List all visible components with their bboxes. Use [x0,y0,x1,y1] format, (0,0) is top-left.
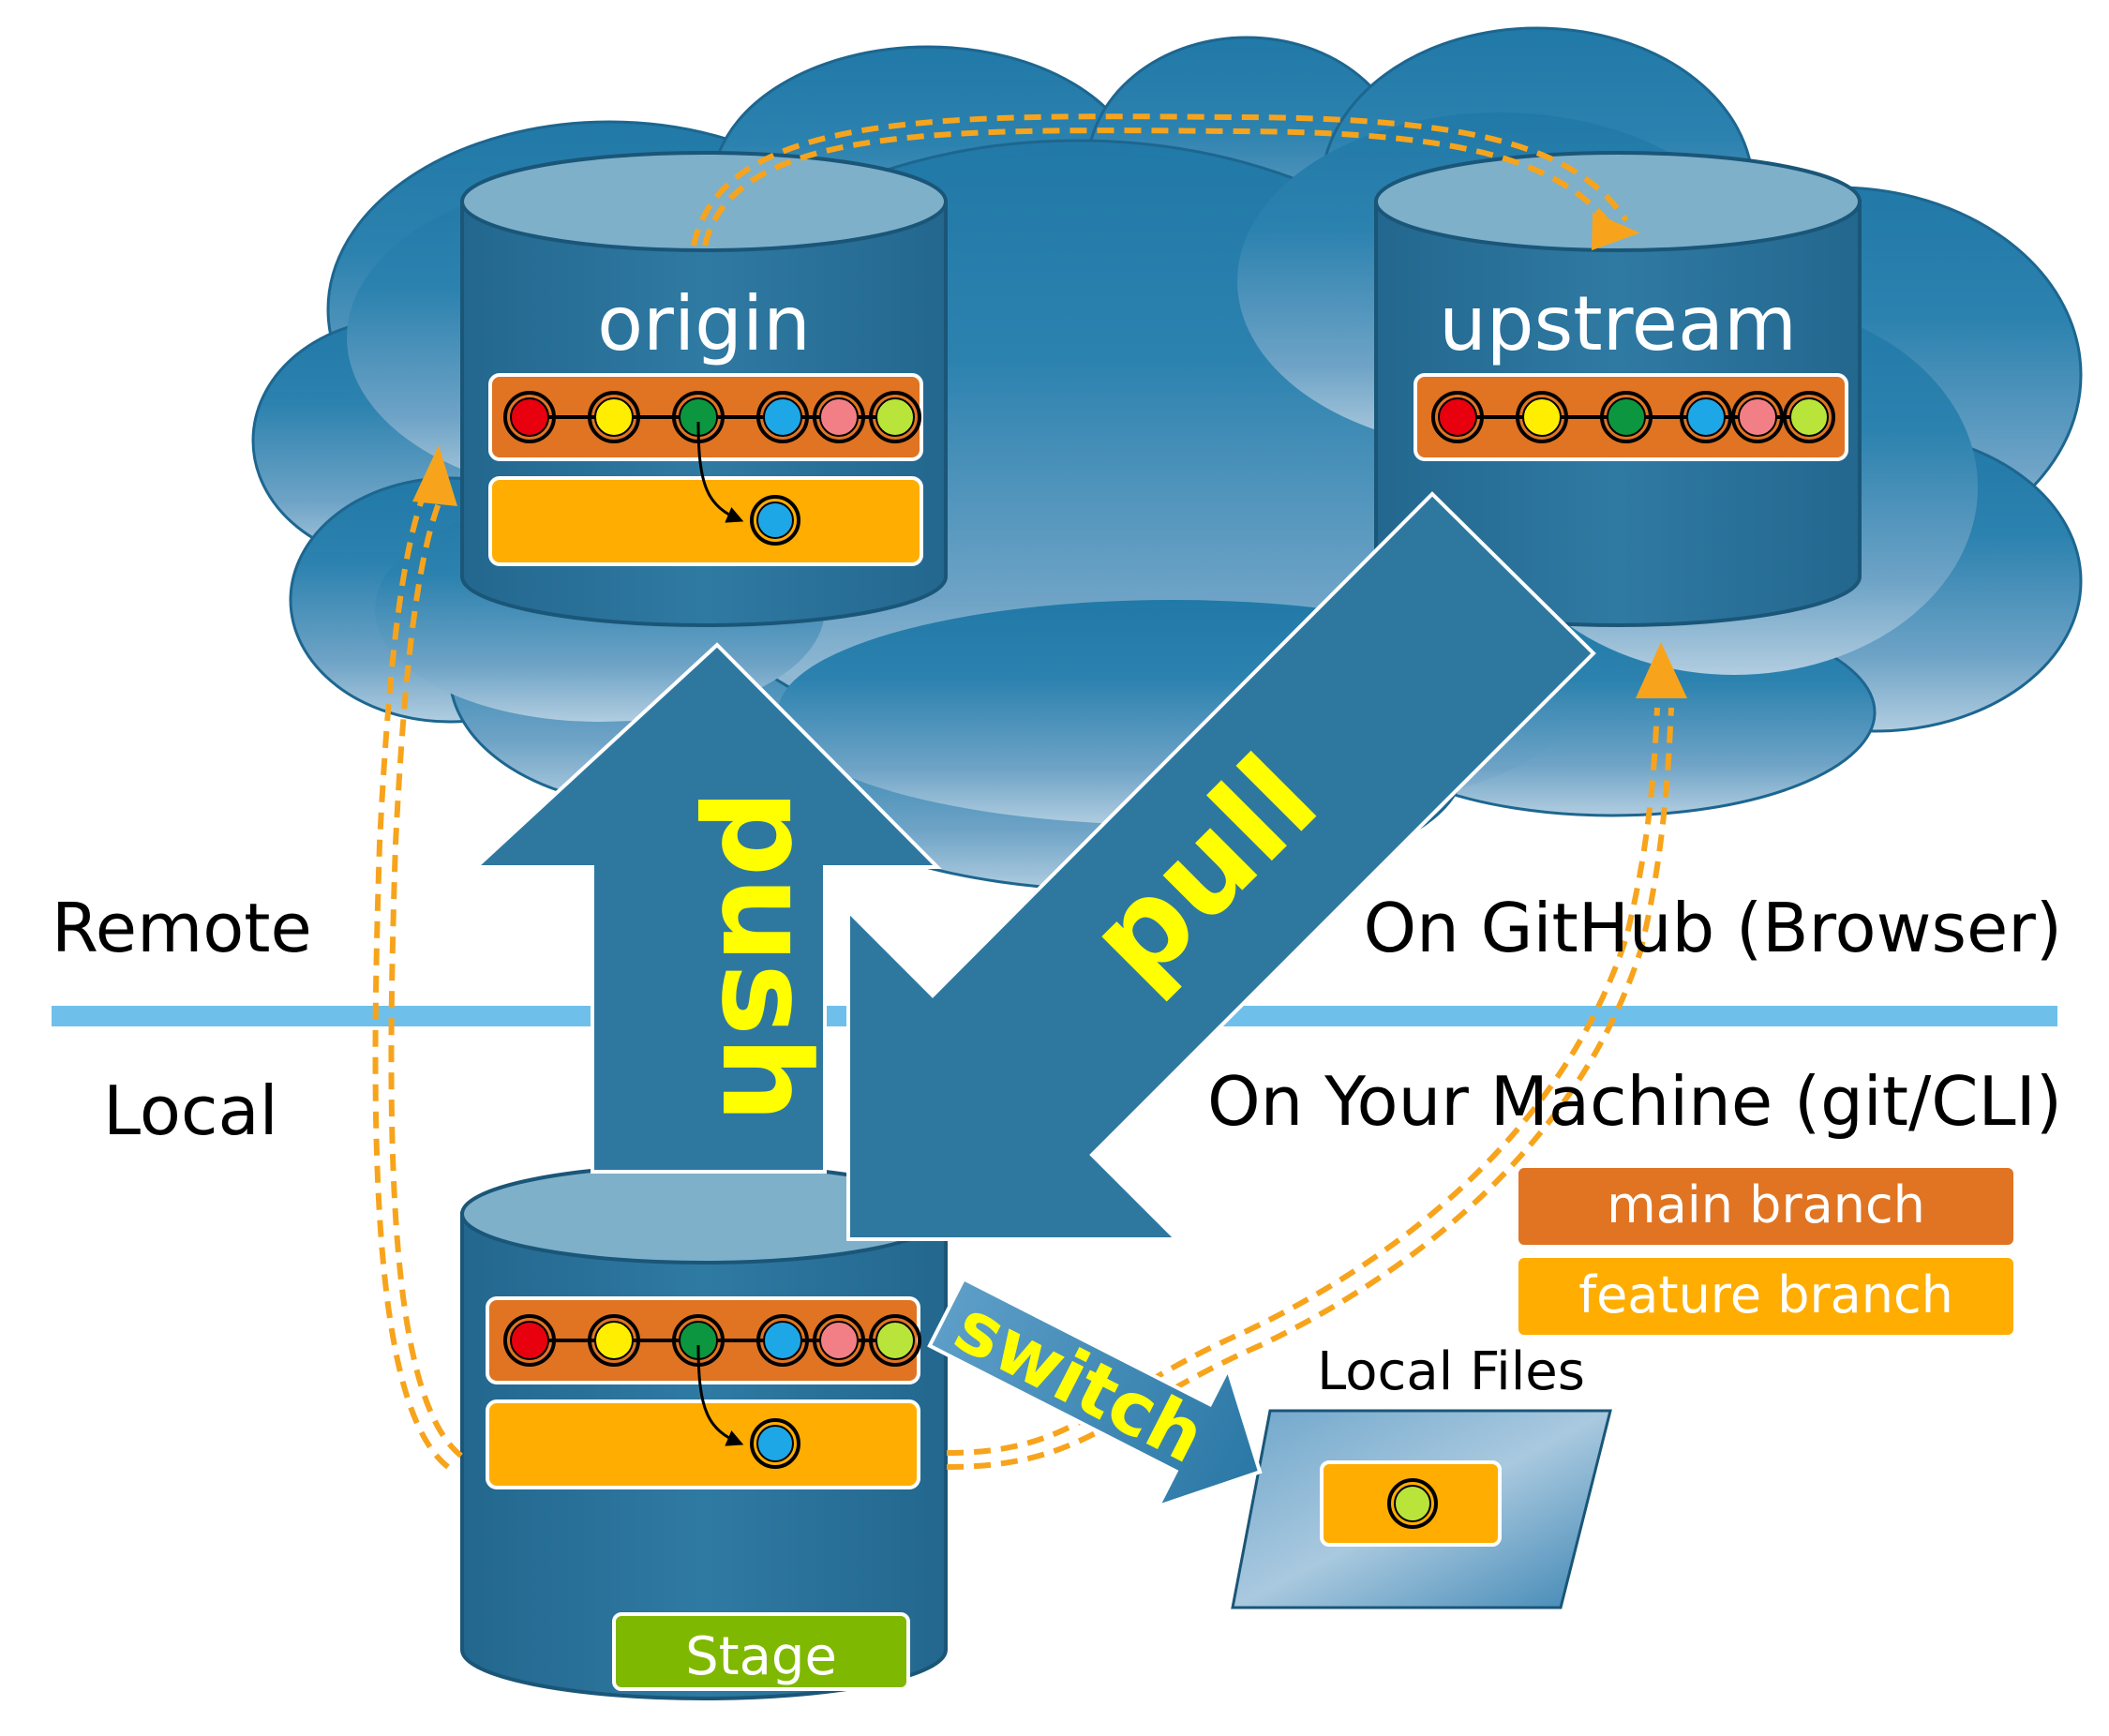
legend-feature-label: feature branch [1578,1265,1953,1324]
upstream-commit-chain [1431,391,1835,443]
upstream-label: upstream [1439,280,1797,367]
commit-node [588,1314,640,1367]
local-label: Local [103,1071,278,1150]
local-repository: Stage [460,1163,948,1700]
local-files-commit [1387,1478,1438,1529]
commit-node [1600,391,1653,443]
local-files: Local Files [1231,1341,1612,1609]
legend: main branch feature branch [1515,1164,2017,1339]
commit-node [813,391,865,443]
on-machine-label: On Your Machine (git/CLI) [1207,1062,2062,1141]
push-arrow-label: push [695,789,837,1123]
commit-node [1783,391,1835,443]
origin-feature-branch [488,476,923,566]
commit-node [503,1314,556,1367]
legend-main-branch [1515,1164,2017,1249]
stage-label: Stage [685,1626,837,1687]
local-feature-commit [750,1418,800,1469]
dashed-arrow-local-to-origin [372,486,463,1470]
on-github-label: On GitHub (Browser) [1363,889,2062,967]
origin-repository: origin [460,151,948,627]
commit-node [756,1314,809,1367]
dashed-arrow-origin-to-upstream [691,113,1629,247]
local-files-label: Local Files [1317,1341,1585,1402]
commit-node [588,391,640,443]
switch-arrow: switch [927,1276,1263,1510]
commit-node [1431,391,1484,443]
upstream-repository: upstream [1374,151,1862,627]
legend-feature-branch [1515,1254,2017,1339]
local-commit-chain [503,1314,921,1367]
commit-node [756,391,809,443]
push-arrow: push [471,642,942,1174]
origin-feature-commit [750,495,800,546]
commit-node [503,391,556,443]
origin-label: origin [597,280,811,367]
commit-node [1731,391,1784,443]
commit-node [672,391,725,443]
remote-label: Remote [52,889,312,967]
commit-node [869,391,921,443]
commit-node [1516,391,1568,443]
legend-main-label: main branch [1607,1175,1925,1235]
stage-box [612,1612,910,1691]
local-feature-branch [486,1399,920,1489]
commit-node [869,1314,921,1367]
dashed-arrowheads [412,212,1687,698]
commit-node [813,1314,865,1367]
origin-commit-chain [503,391,921,443]
commit-node [1680,391,1732,443]
